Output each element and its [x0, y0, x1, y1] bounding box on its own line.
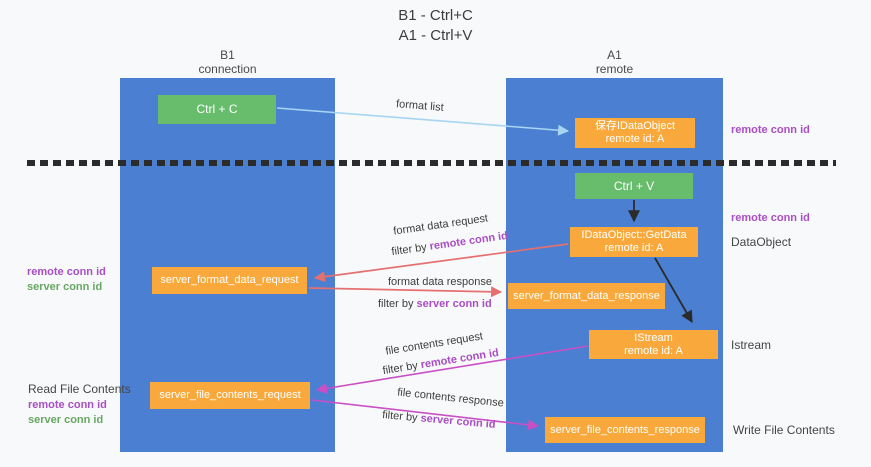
- edge-label-file-contents-response: file contents response: [396, 386, 505, 410]
- title-line-2: A1 - Ctrl+V: [398, 27, 473, 44]
- label-right-istream: Istream: [731, 338, 771, 354]
- label-left-file-group: Read File Contents remote conn id server…: [28, 382, 131, 428]
- filter-by-text: filter by: [390, 240, 431, 259]
- filter-by-text: filter by: [378, 298, 417, 310]
- node-getdata-line-1: IDataObject::GetData: [581, 229, 687, 241]
- node-ctrl-v-label: Ctrl + V: [613, 178, 655, 193]
- label-left-format-group: remote conn id server conn id: [27, 265, 106, 295]
- node-server-file-contents-response: server_file_contents_response: [545, 417, 705, 443]
- node-save-line-2: remote id: A: [605, 133, 665, 145]
- filter-by-text: filter by: [381, 409, 422, 425]
- remote-conn-id-text: remote conn id: [731, 212, 810, 224]
- node-save-idataobject: 保存IDataObject remote id: A: [575, 118, 695, 148]
- node-istream: IStream remote id: A: [589, 330, 718, 359]
- dataobject-label: DataObject: [731, 235, 792, 249]
- title-line-1: B1 - Ctrl+C: [398, 7, 473, 24]
- server-conn-id-text: server conn id: [416, 298, 492, 310]
- edge-label-format-list: format list: [395, 98, 445, 114]
- remote-conn-id-text: remote conn id: [428, 229, 509, 253]
- node-ctrl-c-label: Ctrl + C: [196, 102, 238, 116]
- column-header-a1: A1 remote: [506, 48, 723, 76]
- remote-conn-id-text: remote conn id: [731, 124, 810, 136]
- node-getdata-line-2: remote id: A: [604, 242, 664, 254]
- node-server-format-data-request: server_format_data_request: [152, 267, 307, 294]
- remote-conn-id-text: remote conn id: [28, 399, 107, 411]
- server-conn-id-text: server conn id: [28, 414, 104, 426]
- node-ctrl-c: Ctrl + C: [158, 95, 276, 124]
- edge-label-format-data-response: format data response: [388, 276, 492, 288]
- istream-label: Istream: [731, 338, 772, 352]
- diagram-title: B1 - Ctrl+C A1 - Ctrl+V: [0, 6, 871, 46]
- node-idataobject-getdata: IDataObject::GetData remote id: A: [570, 227, 698, 257]
- read-file-contents-label: Read File Contents: [28, 382, 131, 396]
- label-right-getdata-group: remote conn id DataObject: [731, 211, 810, 250]
- label-right-remote-conn-id-top: remote conn id: [731, 123, 810, 138]
- node-fmt-req-label: server_format_data_request: [160, 274, 299, 286]
- edge-label-format-response-filter: filter by server conn id: [378, 298, 492, 310]
- node-file-req-label: server_file_contents_request: [159, 389, 301, 401]
- arrow-format-data-response: [308, 286, 503, 298]
- edge-label-file-response-filter: filter by server conn id: [382, 409, 496, 431]
- remote-conn-id-text: remote conn id: [419, 346, 500, 372]
- node-ctrl-v: Ctrl + V: [575, 173, 693, 199]
- column-b1-name: B1: [220, 48, 235, 62]
- node-file-resp-label: server_file_contents_response: [550, 423, 700, 436]
- node-server-format-data-response: server_format_data_response: [508, 283, 665, 309]
- node-server-file-contents-request: server_file_contents_request: [150, 382, 310, 409]
- column-b1-subtitle: connection: [198, 62, 257, 76]
- server-conn-id-text: server conn id: [420, 412, 497, 431]
- node-fmt-resp-label: server_format_data_response: [513, 289, 660, 302]
- node-istream-line-1: IStream: [634, 331, 673, 344]
- column-a1-subtitle: remote: [595, 62, 634, 76]
- column-header-b1: B1 connection: [120, 48, 335, 76]
- remote-conn-id-text: remote conn id: [27, 266, 106, 278]
- label-right-write-file-contents: Write File Contents: [733, 423, 835, 439]
- column-a1-name: A1: [607, 48, 622, 62]
- node-save-line-1: 保存IDataObject: [594, 120, 676, 132]
- server-conn-id-text: server conn id: [27, 281, 103, 293]
- node-istream-line-2: remote id: A: [624, 344, 683, 357]
- filter-by-text: filter by: [381, 359, 422, 378]
- dashed-divider: [27, 160, 836, 166]
- write-file-contents-label: Write File Contents: [733, 423, 835, 437]
